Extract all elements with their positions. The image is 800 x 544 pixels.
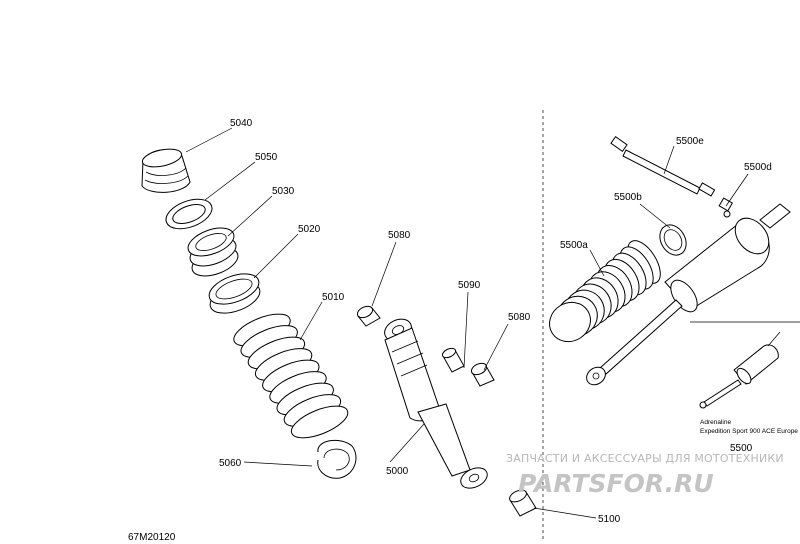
callout-5090: 5090 bbox=[458, 280, 481, 291]
part-5050-ring bbox=[165, 198, 213, 230]
part-5500e-hose bbox=[610, 136, 716, 197]
inset-note-model: Adrenaline bbox=[700, 419, 731, 426]
callout-5080-lower: 5080 bbox=[508, 312, 531, 323]
callout-5010: 5010 bbox=[322, 292, 345, 303]
watermark-logo: PARTSFOR.RU bbox=[518, 469, 714, 498]
part-5060-ring bbox=[317, 439, 357, 479]
inset-shock bbox=[699, 331, 781, 409]
part-5500d-fitting bbox=[718, 197, 734, 218]
part-5080-bushing-lower bbox=[470, 362, 495, 387]
spring-coil bbox=[290, 405, 349, 439]
callout-5040: 5040 bbox=[230, 118, 253, 129]
boot-fold bbox=[549, 301, 591, 343]
part-5500-shock-assembly bbox=[586, 203, 791, 386]
watermark-tagline: ЗАПЧАСТИ И АКСЕССУАРЫ ДЛЯ МОТОТЕХНИКИ bbox=[506, 452, 784, 465]
part-5010-spring bbox=[233, 313, 349, 439]
callout-5000: 5000 bbox=[386, 466, 409, 477]
callout-5050: 5050 bbox=[255, 152, 278, 163]
callout-5500: 5500 bbox=[730, 443, 753, 454]
leader-lines bbox=[185, 127, 749, 519]
part-5500b-ring bbox=[659, 224, 687, 256]
callout-5500b: 5500b bbox=[614, 192, 642, 203]
inset-note-variant: Expedition Sport 900 ACE Europe bbox=[700, 428, 798, 435]
callout-5100: 5100 bbox=[598, 514, 621, 525]
part-5020-ring bbox=[208, 273, 261, 314]
callout-5080-upper: 5080 bbox=[388, 230, 411, 241]
callout-5500a: 5500a bbox=[560, 240, 588, 251]
part-5040-cap bbox=[141, 148, 191, 193]
part-5000-shock-absorber bbox=[384, 318, 488, 489]
drawing-code: 67M20120 bbox=[128, 532, 176, 543]
callout-5500d: 5500d bbox=[744, 162, 772, 173]
callout-5020: 5020 bbox=[298, 224, 321, 235]
part-5030-spacer bbox=[187, 227, 239, 277]
part-5500a-boot bbox=[549, 240, 661, 343]
part-5090-sleeve bbox=[441, 347, 465, 373]
part-5080-bushing-upper bbox=[356, 305, 381, 327]
callout-5500e: 5500e bbox=[676, 136, 704, 147]
callout-5030: 5030 bbox=[272, 186, 295, 197]
callout-5060: 5060 bbox=[219, 458, 242, 469]
